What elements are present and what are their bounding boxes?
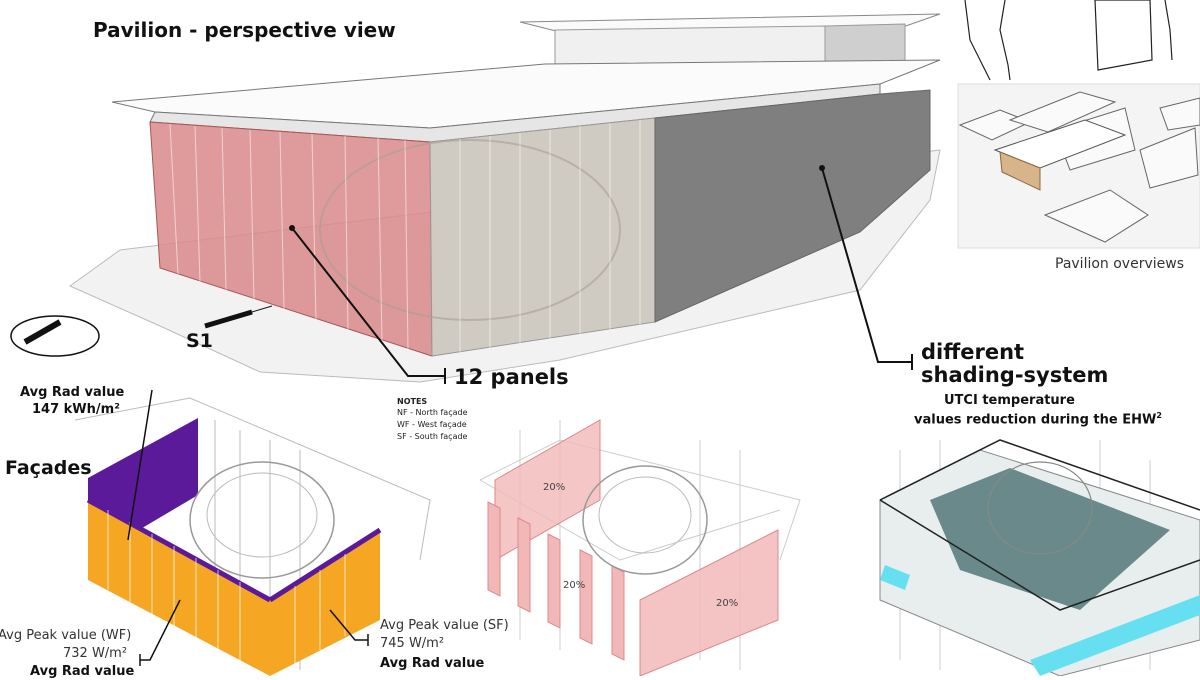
panels-callout: 12 panels: [454, 365, 569, 389]
facade-radiation-diagram: [74, 389, 431, 676]
utci-title-line2: values reduction during the EHW2: [914, 411, 1162, 428]
notes-heading: NOTES: [397, 397, 428, 406]
shading-leader: [821, 167, 912, 363]
pavilion-perspective: [10, 13, 941, 384]
shading-percent-middle: 20%: [563, 580, 586, 591]
shading-callout-line1: different: [921, 340, 1025, 364]
utci-title-line1: UTCI temperature: [944, 393, 1075, 408]
north-arrow-icon: [10, 315, 100, 357]
shading-panel-left-2: [517, 517, 531, 613]
arena-wireframe-right: [987, 461, 1093, 555]
peak-sf-leader: [329, 609, 368, 641]
arena-wireframe-mid: [582, 465, 708, 575]
section-line: [204, 309, 253, 329]
avg-rad-top-label: Avg Rad value: [20, 385, 125, 400]
facades-label: Façades: [5, 457, 92, 479]
utci-diagram: [879, 439, 1200, 677]
panels-leader: [291, 227, 445, 377]
shading-percent-right: 20%: [716, 598, 739, 609]
peak-wf-leader: [140, 599, 181, 661]
shading-panel-left-4: [579, 549, 593, 645]
utci-superscript: 2: [1156, 411, 1162, 420]
peak-sf-value: 745 W/m²: [380, 636, 445, 651]
peak-sf-label: Avg Peak value (SF): [380, 618, 509, 633]
utci-cool-strip: [1030, 595, 1200, 676]
overview-pavilion-facade: [999, 151, 1041, 191]
note-item: SF - South façade: [397, 432, 468, 441]
pavilion-overviews: [957, 0, 1200, 249]
west-facade-radiation: [88, 500, 270, 676]
shading-diagram: [479, 419, 801, 677]
avg-rad-bottom-left: Avg Rad value: [30, 664, 135, 679]
avg-rad-bottom-right: Avg Rad value: [380, 656, 485, 671]
page-title: Pavilion - perspective view: [93, 18, 396, 42]
section-marker-label: S1: [186, 330, 213, 352]
shading-panel-left-3: [547, 533, 561, 629]
shading-percent-top: 20%: [543, 482, 566, 493]
panel-lines: [169, 120, 641, 352]
shaded-facade: [654, 89, 931, 323]
overview-caption: Pavilion overviews: [1055, 256, 1184, 272]
note-item: NF - North façade: [397, 408, 468, 417]
shading-panel-south: [639, 529, 779, 677]
arena-ghost: [319, 139, 621, 321]
note-item: WF - West façade: [397, 420, 467, 429]
avg-rad-top-value: 147 kWh/m²: [32, 402, 120, 417]
shading-panel-left-1: [487, 501, 501, 597]
peak-wf-value: 732 W/m²: [63, 646, 128, 661]
shading-callout-line2: shading-system: [921, 363, 1109, 387]
utci-shadow-zone: [930, 468, 1170, 610]
south-facade-radiation: [270, 530, 380, 676]
arena-wireframe: [189, 461, 335, 579]
peak-wf-label: Avg Peak value (WF): [0, 628, 132, 643]
shading-panel-left-5: [611, 565, 625, 661]
